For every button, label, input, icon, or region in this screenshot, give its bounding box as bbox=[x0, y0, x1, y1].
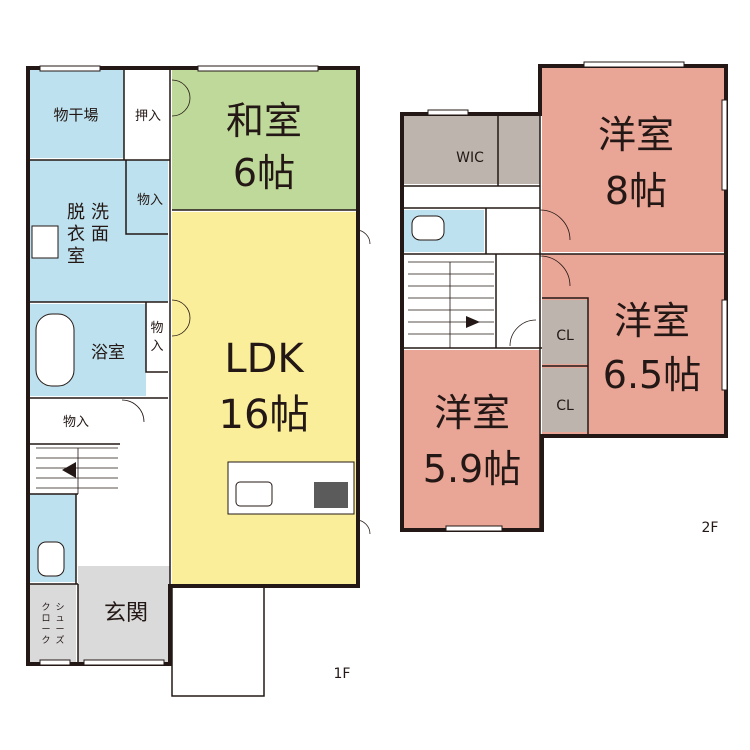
ldk-name-label: LDK bbox=[224, 336, 305, 382]
shoes-cloak-char-3: ズ bbox=[55, 634, 64, 646]
western-65-name-label: 洋室 bbox=[614, 299, 690, 343]
cl-2-room bbox=[542, 368, 588, 432]
oshiire-label: 押入 bbox=[135, 109, 161, 124]
stair-arrow-icon bbox=[62, 462, 76, 478]
monohoshiba-room bbox=[30, 70, 124, 158]
datsuishitsu-char-1: 衣 bbox=[67, 224, 85, 245]
monoire-1-label: 物入 bbox=[137, 193, 163, 208]
genkan-room bbox=[78, 566, 170, 662]
shoes-cloak-char-2: ー bbox=[55, 625, 64, 635]
shoes-cloak-char-0: シ bbox=[55, 603, 64, 613]
western-65-size-label: 6.5帖 bbox=[603, 353, 701, 397]
monohoshiba-label: 物干場 bbox=[53, 106, 98, 124]
toilet-2f-icon bbox=[411, 215, 445, 241]
western-59-name-label: 洋室 bbox=[434, 391, 510, 435]
western-59-size-label: 5.9帖 bbox=[423, 447, 521, 491]
monoire-3-label: 物入 bbox=[63, 415, 89, 430]
shoes-cloak-2-char-1: ロ bbox=[41, 614, 50, 624]
shoes-cloak-2-char-3: ク bbox=[41, 635, 50, 646]
wic-label: WIC bbox=[456, 150, 484, 166]
monoire-2-char-0: 物 bbox=[150, 321, 163, 336]
shoes-cloak-2-char-2: ー bbox=[41, 625, 50, 635]
sink-icon bbox=[235, 481, 273, 507]
toilet-1f-icon bbox=[37, 541, 65, 577]
datsuishitsu-char-0: 脱 bbox=[67, 202, 85, 223]
senmen-char-1: 面 bbox=[91, 224, 109, 245]
floor-1f-label: 1F bbox=[334, 666, 351, 682]
monoire-2-char-1: 入 bbox=[150, 339, 163, 354]
floor-2f-label: 2F bbox=[702, 520, 719, 536]
western-8-room bbox=[542, 68, 724, 252]
cl-1-room bbox=[542, 300, 588, 364]
washbasin-icon bbox=[31, 225, 59, 259]
western-8-name-label: 洋室 bbox=[598, 113, 674, 157]
cl-2-label: CL bbox=[556, 398, 574, 414]
senmen-char-0: 洗 bbox=[91, 202, 109, 223]
datsuishitsu-char-2: 室 bbox=[67, 246, 85, 267]
washitsu-room bbox=[172, 70, 356, 210]
washitsu-size-label: 6帖 bbox=[233, 151, 295, 195]
wic-room bbox=[404, 116, 540, 184]
shoes-cloak-char-1: ュ bbox=[55, 614, 64, 624]
floor-1f: 物干場 押入 和室 6帖 物入 脱 衣 室 洗 面 浴室 物 入 物入 LDK … bbox=[26, 65, 371, 697]
washitsu-name-label: 和室 bbox=[226, 99, 302, 143]
ldk-room bbox=[172, 212, 356, 584]
stair-arrow-2f-icon bbox=[466, 316, 480, 328]
western-8-size-label: 8帖 bbox=[605, 169, 667, 213]
genkan-label: 玄関 bbox=[104, 601, 148, 626]
floor-2f: WIC 洋室 8帖 洋室 6.5帖 CL CL 洋室 5.9帖 2F bbox=[400, 61, 728, 536]
stove-icon bbox=[314, 482, 348, 508]
ldk-size-label: 16帖 bbox=[219, 392, 310, 438]
yokushitsu-label: 浴室 bbox=[91, 343, 125, 363]
shoes-cloak-2-char-0: ク bbox=[41, 602, 50, 613]
bathtub-icon bbox=[35, 313, 75, 387]
western-59-room bbox=[404, 350, 540, 528]
shoes-cloak-room bbox=[30, 584, 76, 662]
cl-1-label: CL bbox=[556, 328, 574, 344]
